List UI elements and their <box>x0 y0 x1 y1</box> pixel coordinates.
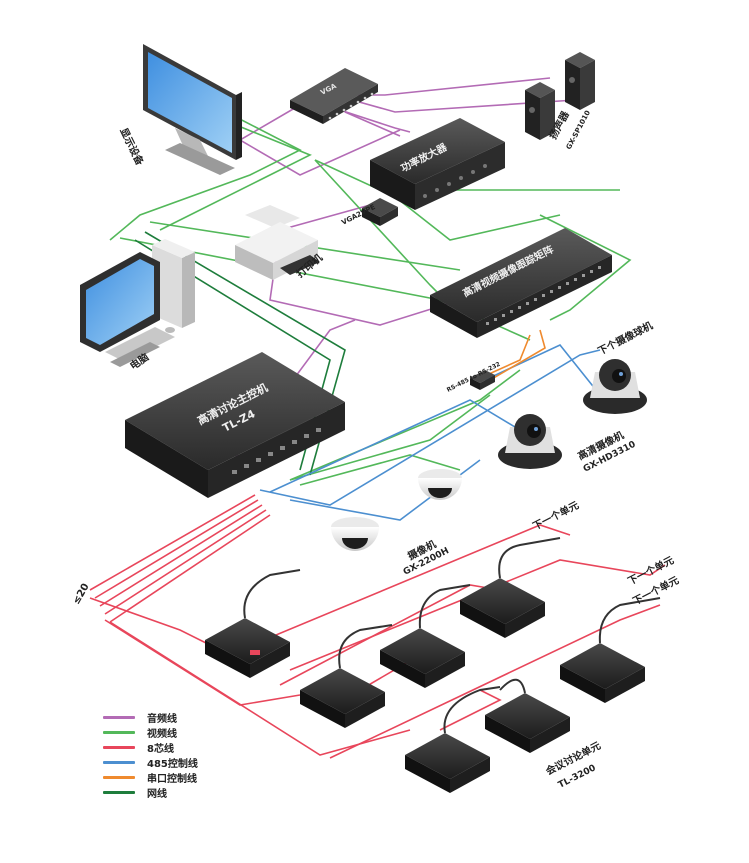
rs485-converter <box>470 370 495 390</box>
label-next-unit-1: 下一个单元 <box>530 498 580 532</box>
legend-swatch-audio <box>103 716 135 719</box>
vga-distributor <box>290 68 378 124</box>
legend-label: 音频线 <box>147 714 177 725</box>
conference-unit-1 <box>205 569 301 678</box>
legend-label: 网线 <box>147 789 167 800</box>
conference-unit-2 <box>300 624 393 728</box>
cables-serial <box>479 329 546 384</box>
legend-label: 8芯线 <box>147 744 174 755</box>
video-tracking-matrix <box>430 228 612 338</box>
legend-swatch-8core <box>103 746 135 749</box>
ptz-camera-right <box>583 359 647 414</box>
conference-unit-4 <box>460 537 561 638</box>
legend-swatch-485 <box>103 761 135 764</box>
legend-swatch-network <box>103 791 135 794</box>
legend-swatch-serial <box>103 776 135 779</box>
conference-unit-7 <box>405 686 501 793</box>
conference-unit-6 <box>485 678 570 753</box>
legend-label: 485控制线 <box>147 759 198 770</box>
legend-item: 音频线 <box>103 710 263 725</box>
label-next-camera: 下个摄像球机 <box>595 319 654 358</box>
legend-item: 485控制线 <box>103 755 263 770</box>
legend-item: 8芯线 <box>103 740 263 755</box>
legend: 音频线 视频线 8芯线 485控制线 串口控制线 网线 <box>103 710 263 800</box>
conference-unit-5 <box>560 597 661 703</box>
power-amplifier <box>370 118 505 210</box>
legend-item: 串口控制线 <box>103 770 263 785</box>
speaker-left <box>525 82 555 140</box>
vga-converter <box>362 198 398 226</box>
legend-swatch-video <box>103 731 135 734</box>
speaker-right <box>565 52 595 110</box>
legend-label: 串口控制线 <box>147 774 197 785</box>
legend-label: 视频线 <box>147 729 177 740</box>
label-limit: ≤20 <box>71 582 92 607</box>
ptz-camera-center <box>498 414 562 469</box>
legend-item: 网线 <box>103 785 263 800</box>
label-display: 显示设备 <box>117 126 147 169</box>
legend-item: 视频线 <box>103 725 263 740</box>
computer <box>80 239 195 367</box>
conference-unit-3 <box>380 584 471 688</box>
dome-camera-left <box>331 517 379 551</box>
display-monitor <box>143 44 242 175</box>
dome-camera-right <box>418 469 462 500</box>
host-controller <box>125 352 345 498</box>
printer <box>235 205 320 280</box>
